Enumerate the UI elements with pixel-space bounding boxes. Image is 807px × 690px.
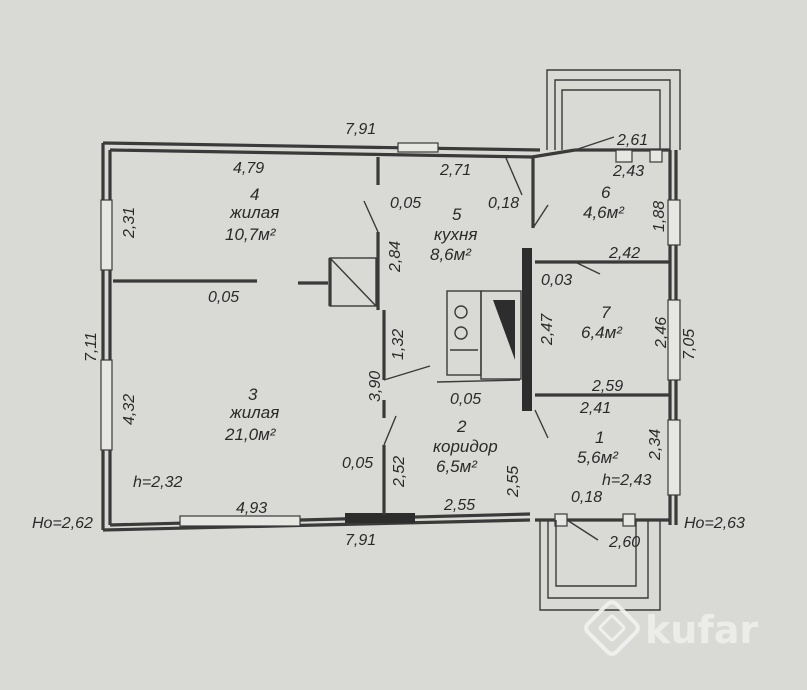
dim-left-lower: 4,32 bbox=[121, 394, 138, 425]
dim-bottom-mid: 2,55 bbox=[443, 497, 475, 514]
dim-annex-261: 2,61 bbox=[616, 132, 648, 149]
dim-annex-003: 0,03 bbox=[541, 272, 572, 289]
dim-left-overall: 7,11 bbox=[83, 332, 100, 362]
room-3-type: жилая bbox=[229, 403, 279, 422]
dim-kitchen-top: 2,71 bbox=[439, 162, 471, 179]
kitchen-stove bbox=[446, 290, 522, 380]
kufar-logo-icon bbox=[584, 600, 640, 656]
room-7-area: 6,4м² bbox=[581, 323, 623, 342]
dim-kitchen-247: 2,47 bbox=[539, 313, 556, 346]
dim-annex-705: 7,05 bbox=[681, 329, 698, 360]
dim-top-overall: 7,91 bbox=[345, 121, 376, 138]
dim-corridor-255: 2,55 bbox=[505, 466, 522, 498]
main-house-walls bbox=[100, 141, 541, 532]
ceiling-height-annex: h=2,43 bbox=[602, 472, 651, 489]
dim-annex-188: 1,88 bbox=[651, 201, 668, 232]
dim-annex-243: 2,43 bbox=[612, 163, 644, 180]
room-2-type: коридор bbox=[433, 437, 498, 456]
dim-left-upper: 2,31 bbox=[121, 207, 138, 239]
dim-annex-242: 2,42 bbox=[608, 245, 640, 262]
room-4-area: 10,7м² bbox=[225, 225, 277, 244]
dim-wall-thk-1: 0,05 bbox=[208, 289, 239, 306]
annex-walls bbox=[522, 69, 681, 611]
dim-wall-thk-3: 0,05 bbox=[390, 195, 421, 212]
room-4-type: жилая bbox=[229, 203, 279, 222]
room-7-number: 7 bbox=[601, 303, 611, 322]
dim-partition-284: 2,84 bbox=[387, 241, 404, 273]
dim-partition-390: 3,90 bbox=[367, 371, 384, 402]
dim-annex-018: 0,18 bbox=[571, 489, 602, 506]
room-5-type: кухня bbox=[434, 225, 477, 244]
dimension-labels: 7,91 4,79 2,71 2,31 7,11 4,32 4,93 2,55 … bbox=[32, 121, 745, 551]
floor-height-left: Ho=2,62 bbox=[32, 515, 93, 532]
kufar-watermark: kufar bbox=[584, 600, 758, 656]
interior-partitions bbox=[113, 157, 535, 515]
room-2-area: 6,5м² bbox=[436, 457, 478, 476]
room-1-area: 5,6м² bbox=[577, 448, 619, 467]
dim-wall-thk-2: 0,18 bbox=[488, 195, 519, 212]
room-5-area: 8,6м² bbox=[430, 245, 472, 264]
dim-bottom-overall: 7,91 bbox=[345, 532, 376, 549]
room-1-number: 1 bbox=[595, 428, 604, 447]
dim-partition-252: 2,52 bbox=[391, 456, 408, 488]
dim-partition-132: 1,32 bbox=[390, 329, 407, 360]
room-3-area: 21,0м² bbox=[224, 425, 277, 444]
dim-annex-260: 2,60 bbox=[608, 534, 640, 551]
watermark-text: kufar bbox=[645, 608, 758, 652]
dim-annex-259: 2,59 bbox=[591, 378, 623, 395]
dim-bottom-left: 4,93 bbox=[236, 500, 267, 517]
dim-annex-246: 2,46 bbox=[653, 317, 670, 349]
room-2-number: 2 bbox=[456, 417, 467, 436]
dim-corridor-005: 0,05 bbox=[450, 391, 481, 408]
room-5-number: 5 bbox=[452, 205, 462, 224]
dim-partition-005b: 0,05 bbox=[342, 455, 373, 472]
dim-annex-241: 2,41 bbox=[579, 400, 611, 417]
room-3-number: 3 bbox=[248, 385, 258, 404]
dim-annex-234: 2,34 bbox=[647, 429, 664, 461]
room-6-area: 4,6м² bbox=[583, 203, 625, 222]
room-4-number: 4 bbox=[250, 185, 259, 204]
room-6-number: 6 bbox=[601, 183, 611, 202]
dim-room4-top: 4,79 bbox=[233, 160, 264, 177]
floor-height-right: Ho=2,63 bbox=[684, 515, 745, 532]
ceiling-height-main: h=2,32 bbox=[133, 474, 182, 491]
room-labels: 4 жилая 10,7м² 5 кухня 8,6м² 3 жилая 21,… bbox=[224, 183, 625, 476]
